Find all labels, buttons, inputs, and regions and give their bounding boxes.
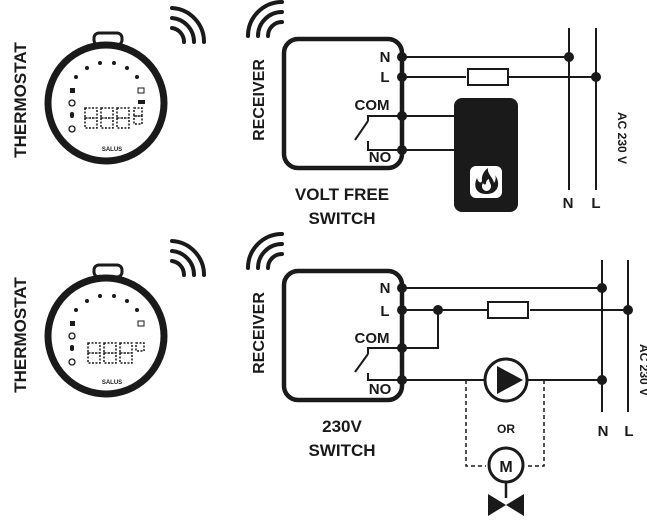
valve-icon: [488, 494, 524, 516]
switch-caption-line2: SWITCH: [308, 209, 375, 228]
pump-icon: [483, 357, 529, 403]
terminal-no-label: NO: [369, 381, 392, 398]
thermostat-side-icons: [68, 87, 145, 133]
mic-icon: [70, 345, 74, 351]
wifi-signal-icon: [170, 6, 207, 44]
terminal-l-label: L: [380, 303, 389, 320]
receiver-label: RECEIVER: [251, 59, 268, 141]
terminal-no-label: NO: [369, 149, 392, 166]
n-junction: [597, 283, 607, 293]
battery-icon: [138, 100, 145, 104]
motor-icon: [487, 446, 525, 498]
thermostat-led-ring: [74, 294, 139, 312]
thermostat-body: [44, 274, 168, 398]
signal-icon: [137, 87, 145, 94]
thermostat-label: THERMOSTAT: [11, 42, 30, 158]
switch-caption-line1: 230V: [322, 417, 362, 436]
l-junction: [433, 305, 443, 315]
wifi-signal-icon: [246, 0, 284, 38]
lock-icon: [70, 88, 75, 93]
boiler-flame-icon: [454, 98, 518, 212]
thermostat-led-ring: [74, 61, 139, 79]
brand-logo: SALUS: [102, 380, 122, 386]
supply-voltage-label: AC 230 V: [637, 344, 647, 396]
panel-bottom: THERMOSTAT SALUS: [11, 232, 647, 516]
bottom-wiring: [402, 260, 629, 412]
motor-label: M: [499, 459, 512, 476]
fuse-icon: [487, 301, 529, 319]
mic-icon: [70, 112, 74, 118]
supply-voltage-label: AC 230 V: [615, 112, 629, 164]
power-icon: [68, 125, 76, 133]
supply-n-label: N: [563, 195, 574, 212]
thermostat-label: THERMOSTAT: [11, 277, 30, 393]
brand-logo: SALUS: [102, 147, 122, 153]
thermostat-side-icons: [68, 320, 145, 366]
supply-l-label: L: [624, 423, 633, 440]
terminal-com-label: COM: [355, 97, 390, 114]
thermostat-body: [44, 41, 168, 165]
clock-icon: [68, 99, 76, 107]
supply-n-label: N: [598, 423, 609, 440]
switch-caption-line1: VOLT FREE: [295, 185, 389, 204]
terminal-n-label: N: [380, 280, 391, 297]
terminal-com-label: COM: [355, 330, 390, 347]
wifi-signal-icon: [170, 239, 207, 277]
relay-switch: [354, 115, 402, 151]
terminal-l-label: L: [380, 69, 389, 86]
receiver-label: RECEIVER: [251, 292, 268, 374]
l-junction: [591, 72, 601, 82]
wifi-signal-icon: [246, 232, 284, 270]
signal-icon: [137, 320, 145, 327]
thermostat-device: SALUS: [44, 263, 168, 398]
l-junction: [623, 305, 633, 315]
fuse-icon: [467, 68, 509, 86]
or-label: OR: [497, 422, 515, 436]
clock-icon: [68, 332, 76, 340]
relay-switch: [354, 347, 402, 381]
supply-l-label: L: [591, 195, 600, 212]
switch-caption-line2: SWITCH: [308, 441, 375, 460]
thermostat-digits: [87, 342, 145, 364]
n-junction: [564, 52, 574, 62]
power-icon: [68, 358, 76, 366]
alternative-dashed-frame: [465, 380, 545, 467]
receiver-box: [281, 36, 405, 171]
lock-icon: [70, 321, 75, 326]
thermostat-digits: [84, 107, 143, 129]
n-junction: [597, 375, 607, 385]
terminal-n-label: N: [380, 49, 391, 66]
panel-top: THERMOSTAT SALUS: [11, 0, 629, 228]
thermostat-device: SALUS: [44, 31, 168, 165]
receiver-box: [281, 268, 405, 403]
